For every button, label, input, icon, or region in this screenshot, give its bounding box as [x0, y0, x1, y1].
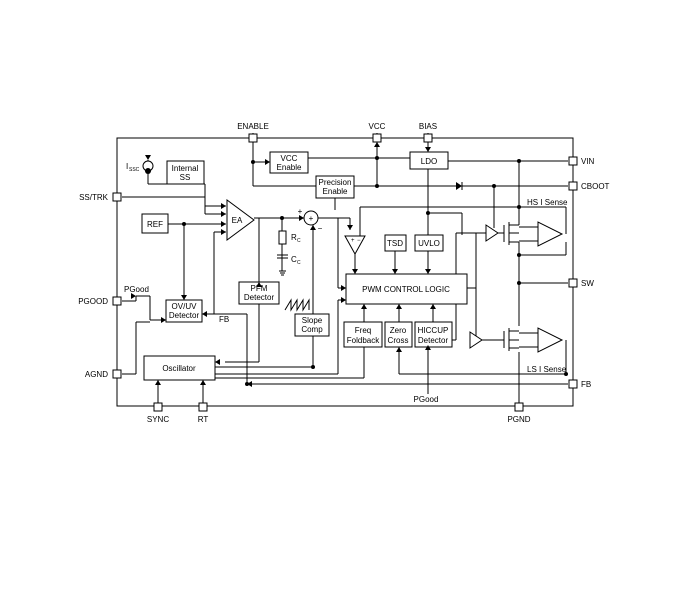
pgood-bottom-label: PGood: [414, 395, 439, 404]
pin-bias-label: BIAS: [419, 122, 437, 131]
pin-vin: [568, 156, 578, 166]
pin-vin-label: VIN: [581, 157, 595, 166]
cc-label: C: [291, 255, 297, 264]
slope-comp-label-1: Slope: [302, 316, 323, 325]
freq-foldback-label-2: Foldback: [347, 336, 380, 345]
issc-current-source-inner: [145, 168, 151, 174]
ov-uv-label-2: Detector: [169, 311, 200, 320]
vcc-enable-label-1: VCC: [281, 154, 298, 163]
precision-enable-block: [315, 175, 355, 199]
hs-sense-label: HS I Sense: [527, 198, 568, 207]
precision-enable-label-1: Precision: [319, 178, 352, 187]
error-amplifier: [226, 199, 255, 241]
hs-mosfet: [503, 220, 520, 246]
wires: [122, 133, 568, 404]
pin-ss-trk-label: SS/TRK: [79, 193, 109, 202]
pin-agnd: [112, 369, 122, 379]
cc-sub: C: [297, 260, 301, 266]
oscillator-label: Oscillator: [162, 364, 196, 373]
fb-net-label: FB: [219, 315, 229, 324]
vcc-enable-block: [269, 151, 309, 174]
pin-cboot: [568, 181, 578, 191]
pin-pgood-label: PGOOD: [78, 297, 108, 306]
issc-label: I: [126, 162, 128, 171]
ls-sense-amp: [537, 327, 564, 353]
slope-comp-block: [294, 313, 330, 337]
zero-cross-label-2: Cross: [388, 336, 409, 345]
pin-sw: [568, 278, 578, 288]
rc-label: R: [291, 233, 297, 242]
slope-comp-label-2: Comp: [301, 325, 323, 334]
pin-rt: [198, 402, 208, 412]
pin-sw-label: SW: [581, 279, 594, 288]
uvlo-block: [414, 234, 444, 252]
internal-ss-label-2: SS: [180, 173, 191, 182]
boot-diode: [456, 182, 462, 190]
sum-minus-outer: −: [318, 224, 323, 233]
hs-sense-amp: [537, 221, 564, 247]
pin-labels: ENABLE VCC BIAS VIN CBOOT SS/TRK PGOOD A…: [78, 122, 609, 424]
oscillator-block: [143, 355, 216, 381]
ldo-label: LDO: [421, 157, 437, 166]
tsd-label: TSD: [387, 239, 403, 248]
sawtooth-waveform: [284, 298, 310, 312]
sum-plus-inner: +: [309, 214, 314, 223]
pin-vcc: [372, 133, 382, 143]
rc-resistor: [278, 230, 287, 245]
ref-block: [141, 213, 169, 234]
issc-sub: SSC: [129, 167, 140, 173]
precision-enable-label-2: Enable: [323, 187, 348, 196]
junction-dots: [182, 156, 568, 386]
hiccup-label-2: Detector: [418, 336, 449, 345]
pin-sync: [153, 402, 163, 412]
pfm-detector-label-1: PFM: [251, 284, 268, 293]
ls-sense-label: LS I Sense: [527, 365, 567, 374]
tsd-block: [384, 234, 407, 252]
ea-label: EA: [232, 216, 243, 225]
pin-enable: [248, 133, 258, 143]
pin-enable-label: ENABLE: [237, 122, 269, 131]
internal-ss-block: [166, 160, 205, 185]
pin-pgnd: [514, 402, 524, 412]
vcc-enable-label-2: Enable: [277, 163, 302, 172]
hiccup-detector-block: [414, 321, 453, 348]
pin-fb-label: FB: [581, 380, 591, 389]
pfm-detector-label-2: Detector: [244, 293, 275, 302]
hs-current-comparator: [344, 235, 366, 256]
sum-plus-outer: +: [298, 207, 303, 216]
chip-outline: [116, 137, 574, 407]
pin-sync-label: SYNC: [147, 415, 169, 424]
freq-foldback-block: [343, 321, 383, 348]
pwm-control-logic-label: PWM CONTROL LOGIC: [362, 285, 450, 294]
zero-cross-label-1: Zero: [390, 326, 407, 335]
pin-pgood: [112, 296, 122, 306]
pin-rt-label: RT: [198, 415, 209, 424]
arrowheads: [131, 142, 436, 387]
pin-fb: [568, 379, 578, 389]
hs-comp-plus: +: [351, 238, 355, 244]
rc-sub: C: [297, 238, 301, 244]
hiccup-label-1: HICCUP: [418, 326, 449, 335]
zero-cross-block: [384, 321, 413, 348]
ov-uv-label-1: OV/UV: [172, 302, 198, 311]
hs-gate-driver: [485, 224, 499, 242]
freq-foldback-label-1: Freq: [355, 326, 371, 335]
ls-gate-driver: [469, 331, 483, 349]
pin-cboot-label: CBOOT: [581, 182, 610, 191]
hs-comp-minus: −: [357, 238, 361, 244]
ref-label: REF: [147, 220, 163, 229]
ls-mosfet: [503, 328, 519, 351]
internal-ss-label-1: Internal: [172, 164, 199, 173]
uvlo-label: UVLO: [418, 239, 440, 248]
pin-pgnd-label: PGND: [507, 415, 530, 424]
pgood-net-label: PGood: [124, 285, 149, 294]
pin-bias: [423, 133, 433, 143]
pwm-control-logic-block: [345, 273, 468, 305]
pin-vcc-label: VCC: [369, 122, 386, 131]
pin-agnd-label: AGND: [85, 370, 108, 379]
ldo-block: [409, 151, 449, 170]
pin-ss-trk: [112, 192, 122, 202]
